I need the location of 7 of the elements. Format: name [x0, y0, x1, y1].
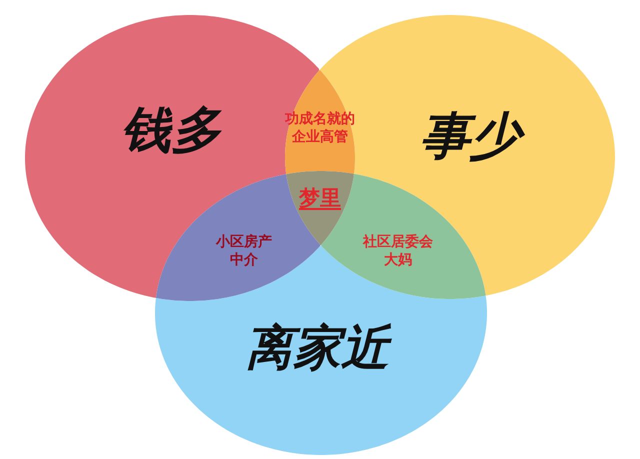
circle-label: 离家近 [243, 322, 400, 375]
circle-label: 钱多 [120, 103, 223, 158]
overlap-label: 社区居委会大妈 [362, 233, 434, 270]
overlap-label: 功成名就的企业高管 [284, 110, 356, 146]
underlined-label: 梦里 [298, 185, 342, 212]
circle-label: 事少 [418, 109, 531, 164]
overlap-label: 小区房产中介 [215, 233, 273, 270]
